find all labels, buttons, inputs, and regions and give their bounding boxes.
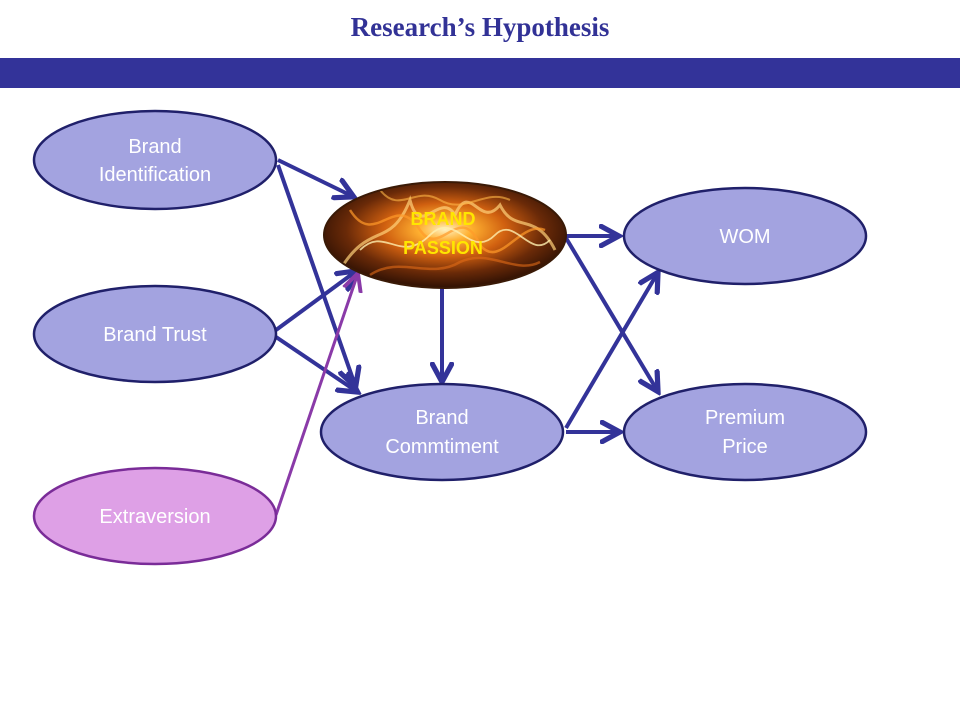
arrow-passion-to-premium <box>564 236 657 390</box>
arrow-trust-to-passion <box>274 272 355 332</box>
node-label: Commtiment <box>385 436 499 458</box>
node-extraversion: Extraversion <box>32 466 278 566</box>
node-label: Premium <box>705 407 785 429</box>
node-label: Brand <box>415 407 468 429</box>
node-label: BRAND <box>411 209 476 229</box>
node-brand-identification: Brand Identification <box>32 109 278 211</box>
node-label: WOM <box>719 226 770 248</box>
node-brand-commitment: Brand Commtiment <box>319 382 565 482</box>
node-premium-price: Premium Price <box>622 382 868 482</box>
node-label: Price <box>722 436 768 458</box>
arrow-identification-to-commitment <box>276 164 355 385</box>
arrow-commitment-to-wom <box>564 274 657 430</box>
arrows <box>274 158 657 516</box>
page-title: Research’s Hypothesis <box>350 12 610 42</box>
arrow-identification-to-passion <box>277 158 352 196</box>
arrow-trust-to-commitment <box>274 335 356 391</box>
node-label: Extraversion <box>99 506 210 528</box>
node-brand-passion: BRAND PASSION <box>323 181 567 289</box>
node-label: Brand <box>128 136 181 158</box>
node-wom: WOM <box>622 186 868 286</box>
node-label: Brand Trust <box>103 324 207 346</box>
title-banner <box>0 58 960 88</box>
fire-texture <box>338 189 557 277</box>
node-brand-trust: Brand Trust <box>32 284 278 384</box>
node-label: Identification <box>99 164 211 186</box>
node-label: PASSION <box>403 238 483 258</box>
arrow-extraversion-to-passion <box>274 276 357 516</box>
